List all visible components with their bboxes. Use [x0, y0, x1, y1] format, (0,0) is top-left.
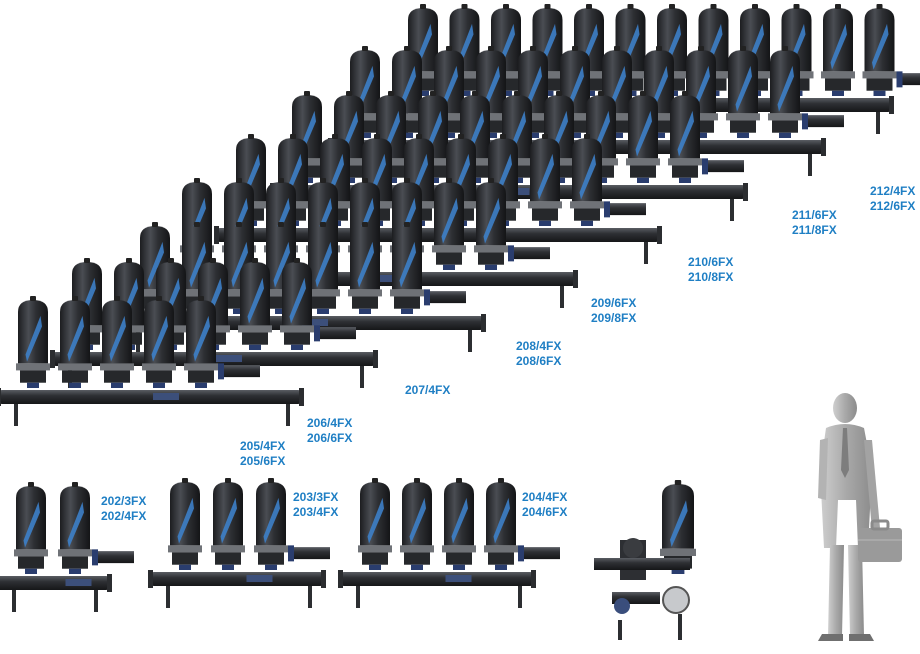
disc-filter-icon	[238, 258, 272, 350]
disc-filter-icon	[168, 478, 202, 570]
disc-filter-icon	[726, 46, 760, 138]
disc-filter-icon	[442, 478, 476, 570]
disc-filter-icon	[184, 296, 218, 388]
disc-filter-icon	[400, 478, 434, 570]
disc-filter-icon	[390, 222, 424, 314]
disc-filter-icon	[570, 134, 604, 226]
disc-filter-icon	[254, 478, 288, 570]
single-filter-unit	[594, 480, 696, 640]
disc-filter-icon	[358, 478, 392, 570]
disc-filter-icon	[626, 91, 660, 183]
disc-filter-icon	[58, 482, 92, 574]
model-label-207: 207/4FX	[405, 383, 450, 398]
disc-filter-icon	[528, 134, 562, 226]
disc-filter-icon	[142, 296, 176, 388]
disc-filter-icon	[58, 296, 92, 388]
person-silhouette	[818, 393, 880, 641]
disc-filter-icon	[16, 296, 50, 388]
disc-filter-icon	[14, 482, 48, 574]
disc-filter-icon	[432, 178, 466, 270]
disc-filter-icon	[863, 4, 897, 96]
disc-filter-icon	[348, 222, 382, 314]
disc-filter-icon	[768, 46, 802, 138]
disc-filter-icon	[211, 478, 245, 570]
disc-filter-icon	[484, 478, 518, 570]
disc-filter-icon	[668, 91, 702, 183]
disc-filter-icon	[280, 258, 314, 350]
disc-filter-icon	[821, 4, 855, 96]
disc-filter-icon	[100, 296, 134, 388]
disc-filter-icon	[474, 178, 508, 270]
